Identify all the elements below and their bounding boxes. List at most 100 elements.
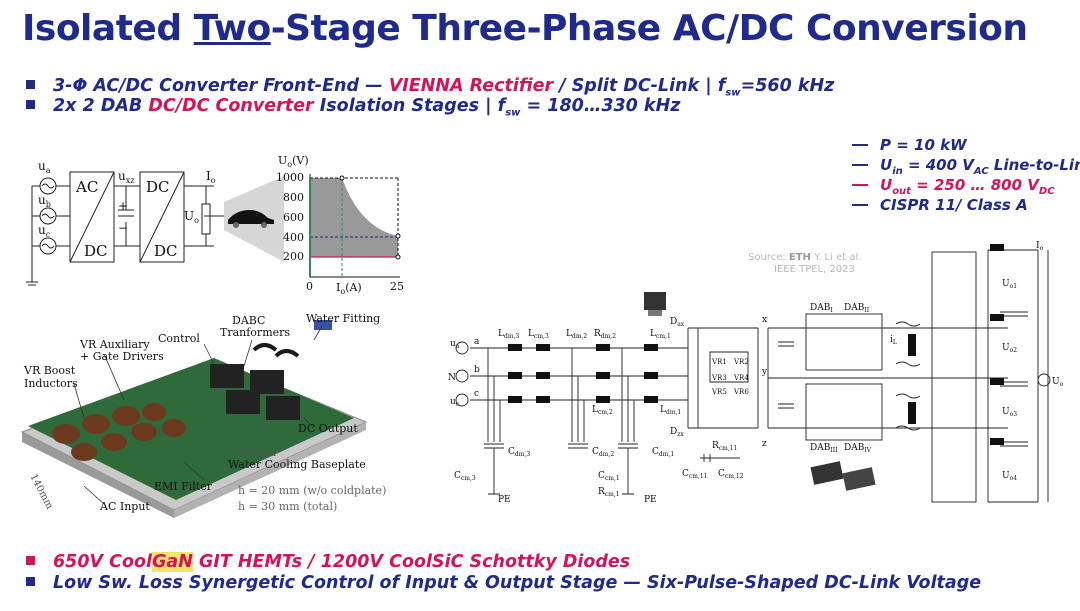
page-title: Isolated Two-Stage Three-Phase AC/DC Con… — [22, 8, 1028, 49]
svg-text:Cdm,3: Cdm,3 — [508, 447, 530, 458]
label-inductors: Inductors — [24, 377, 78, 390]
y-tick-label: 1000 — [276, 171, 304, 184]
label-baseplate: Water Cooling Baseplate — [228, 458, 366, 471]
svg-text:uxz: uxz — [118, 169, 134, 185]
svg-text:+: + — [118, 199, 128, 213]
x-tick-label: 25 — [390, 280, 404, 293]
svg-text:Io: Io — [1036, 241, 1044, 252]
svg-text:Cdm,1: Cdm,1 — [652, 447, 674, 458]
bullet-semiconductors: 650V CoolGaN GIT HEMTs / 1200V CoolSiC S… — [26, 552, 630, 572]
svg-text:ub: ub — [38, 193, 51, 209]
svg-text:Ldm,2: Ldm,2 — [566, 329, 587, 340]
svg-text:−: − — [118, 221, 128, 235]
bullet-square-icon — [26, 100, 35, 109]
svg-text:VR5: VR5 — [711, 388, 727, 396]
svg-text:PE: PE — [644, 495, 657, 505]
svg-text:Uo2: Uo2 — [1002, 343, 1017, 354]
svg-text:Rcm,11: Rcm,11 — [712, 441, 737, 452]
svg-text:DABII: DABII — [844, 303, 870, 314]
label-dim-400: 400mm — [238, 448, 277, 459]
svg-text:ua: ua — [450, 339, 460, 350]
svg-text:Cdm,2: Cdm,2 — [592, 447, 614, 458]
spec-output-voltage: Uout = 250 … 800 VDC — [852, 176, 1080, 197]
svg-text:N: N — [448, 373, 456, 383]
y-tick-label: 200 — [283, 250, 304, 263]
svg-text:VR4: VR4 — [733, 374, 749, 382]
svg-text:Lcm,3: Lcm,3 — [528, 329, 549, 340]
label-emi-filter: EMI Filter — [154, 480, 213, 493]
spec-power: P = 10 kW — [852, 136, 1080, 156]
bullet-square-icon — [26, 80, 35, 89]
svg-text:z: z — [762, 439, 767, 449]
svg-text:uc: uc — [450, 397, 460, 408]
source-c-icon — [455, 393, 469, 407]
title-text: Isolated — [22, 8, 194, 49]
spec-list: P = 10 kW Uin = 400 VAC Line-to-Line Uou… — [852, 136, 1080, 216]
mosfet-package-icon — [644, 292, 666, 316]
svg-text:ua: ua — [38, 159, 51, 175]
svg-text:DC: DC — [84, 242, 108, 260]
svg-text:Ccm,3: Ccm,3 — [454, 471, 476, 482]
svg-text:Ccm,11: Ccm,11 — [682, 469, 707, 480]
label-ac-input: AC Input — [99, 500, 150, 513]
label-vr-boost: VR Boost — [23, 364, 76, 377]
label-vr-aux: VR Auxiliary — [79, 338, 150, 351]
svg-text:VR2: VR2 — [733, 358, 749, 366]
svg-text:Io: Io — [206, 169, 216, 185]
y-tick-label: 400 — [283, 231, 304, 244]
svg-text:DABIII: DABIII — [810, 443, 838, 454]
svg-text:DABI: DABI — [810, 303, 833, 314]
x-tick-label: 0 — [306, 280, 313, 293]
label-dc-output: DC Output — [298, 422, 358, 435]
y-tick-label: 600 — [283, 211, 304, 224]
label-dim-140: 140mm — [27, 472, 55, 511]
svg-text:iL: iL — [890, 335, 897, 346]
label-dabc: DABC — [232, 314, 265, 327]
svg-text:DABIV: DABIV — [844, 443, 872, 454]
spec-emc: CISPR 11/ Class A — [852, 196, 1080, 216]
svg-text:VR3: VR3 — [711, 374, 727, 382]
label-height-1: h = 20 mm (w/o coldplate) — [238, 484, 386, 497]
svg-text:VR1: VR1 — [711, 358, 727, 366]
svg-text:Ldm,1: Ldm,1 — [660, 405, 681, 416]
title-underlined-word: Two — [193, 8, 272, 49]
label-transformers: Tranformers — [220, 326, 290, 339]
y-tick-label: 800 — [283, 191, 304, 204]
title-text-rest: -Stage Three-Phase AC/DC Conversion — [270, 8, 1028, 49]
svg-text:Uo4: Uo4 — [1002, 471, 1017, 482]
svg-text:Ccm,1: Ccm,1 — [598, 471, 620, 482]
svg-text:DC: DC — [146, 178, 170, 196]
svg-text:Lcm,1: Lcm,1 — [650, 329, 671, 340]
svg-text:Dax: Dax — [670, 317, 685, 328]
source-note: Source: ETH Y. Li et al.IEEE TPEL, 2023 — [748, 252, 862, 275]
y-axis-label: Uo(V) — [278, 154, 309, 169]
bullet-square-icon — [26, 577, 35, 586]
bullet-control: Low Sw. Loss Synergetic Control of Input… — [26, 573, 981, 593]
svg-text:PE: PE — [498, 495, 511, 505]
svg-text:b: b — [474, 365, 480, 375]
label-gate-drivers: + Gate Drivers — [80, 350, 164, 363]
source-b-icon — [455, 369, 469, 383]
svg-text:Rcm,1: Rcm,1 — [598, 487, 620, 498]
svg-text:a: a — [474, 337, 480, 347]
bullet-square-icon — [26, 556, 35, 565]
circuit-schematic: ua N uc abc Ldm,3 Lcm,3 Ldm,2 Rdm,2 Lcm,… — [448, 241, 1064, 505]
svg-text:Rdm,2: Rdm,2 — [594, 329, 616, 340]
svg-text:Ccm,12: Ccm,12 — [718, 469, 744, 480]
label-height-2: h = 30 mm (total) — [238, 500, 337, 513]
x-axis-label: Io(A) — [336, 281, 362, 295]
spec-input-voltage: Uin = 400 VAC Line-to-Line — [852, 156, 1080, 177]
operating-range-graph — [309, 174, 401, 278]
svg-text:y: y — [761, 367, 768, 377]
source-a-icon — [455, 341, 469, 355]
label-water-fitting: Water Fitting — [306, 312, 380, 325]
svg-text:Uo: Uo — [184, 209, 199, 225]
bullet-vienna: 3-Φ AC/DC Converter Front-End — VIENNA R… — [26, 76, 834, 99]
svg-text:DC: DC — [154, 242, 178, 260]
svg-text:Ldm,3: Ldm,3 — [498, 329, 519, 340]
block-diagram: ua ub uc AC DC DC DC uxz + − Io Uo 1000 8… — [26, 154, 404, 295]
svg-text:AC: AC — [75, 178, 98, 196]
svg-text:Uo: Uo — [1052, 377, 1064, 388]
svg-text:uc: uc — [38, 223, 51, 239]
svg-text:x: x — [762, 315, 767, 325]
